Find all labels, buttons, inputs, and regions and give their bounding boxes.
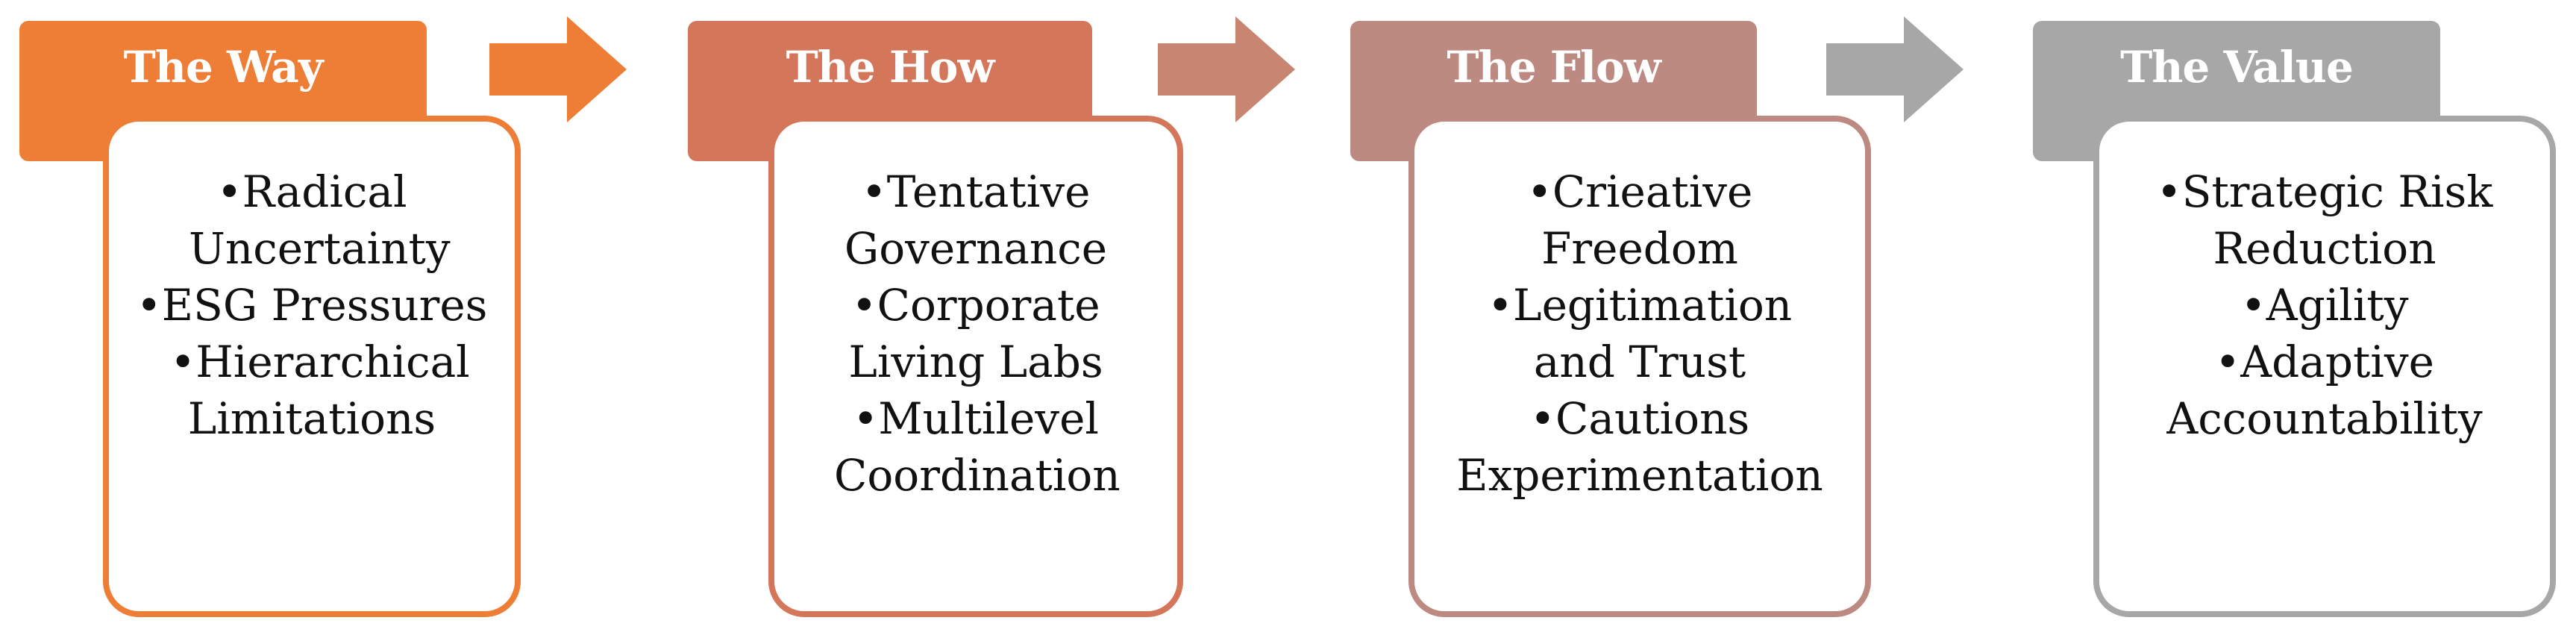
stage-card: •Radical Uncertainty •ESG Pressures •Hie…: [103, 116, 521, 617]
stage-card: •Tentative Governance •Corporate Living …: [768, 116, 1183, 617]
bullet-item: •Multilevel Coordination: [834, 393, 1121, 501]
stage-title: The Flow: [1447, 42, 1661, 93]
right-arrow-icon: [1158, 16, 1295, 122]
bullet-item: •Tentative Governance: [844, 166, 1108, 274]
stage-title: The How: [786, 42, 995, 93]
bullet-item: •Strategic Risk Reduction: [2156, 166, 2493, 274]
bullet-item: •Hierarchical Limitations: [170, 337, 470, 444]
bullet-item: •Adaptive Accountability: [2166, 337, 2483, 444]
right-arrow-icon: [1826, 16, 1964, 122]
bullet-item: •Legitimation and Trust: [1487, 280, 1793, 387]
stage-card: •Crieative Freedom •Legitimation and Tru…: [1408, 116, 1871, 617]
bullet-item: •Crieative Freedom: [1526, 166, 1753, 274]
bullet-item: •ESG Pressures: [136, 280, 488, 331]
bullet-item: •Cautions Experimentation: [1456, 393, 1823, 501]
stage-card: •Strategic Risk Reduction •Agility •Adap…: [2093, 116, 2556, 617]
stage-title: The Value: [2120, 42, 2354, 93]
bullet-item: •Radical Uncertainty: [189, 166, 451, 274]
right-arrow-icon: [489, 16, 627, 122]
stage-title: The Way: [123, 42, 324, 93]
bullet-item: •Agility: [2240, 280, 2409, 331]
bullet-item: •Corporate Living Labs: [848, 280, 1103, 387]
